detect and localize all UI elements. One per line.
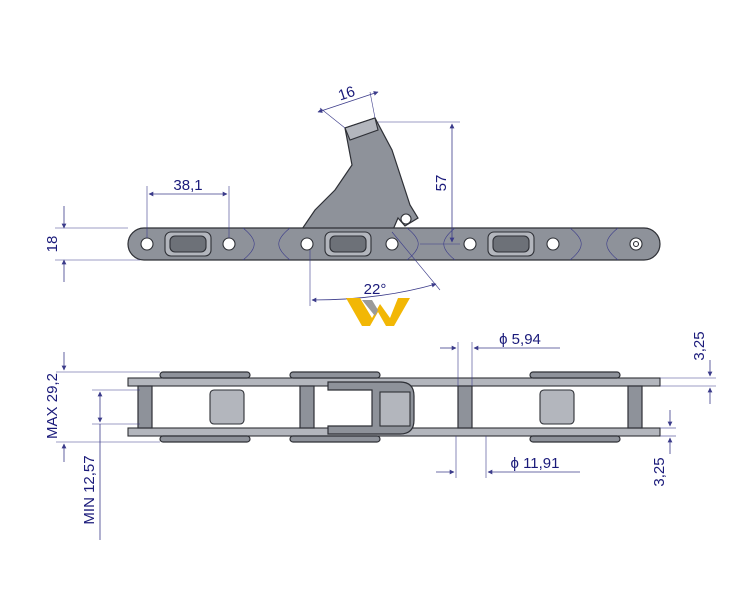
offset-bottom-dimension: 3,25 (651, 457, 668, 486)
pin-hole (222, 237, 236, 251)
roller (539, 389, 575, 425)
attachment-notch (400, 213, 412, 225)
pin-hole (140, 237, 154, 251)
pin (299, 385, 315, 429)
inner-plate (159, 371, 251, 379)
inner-plate (529, 371, 621, 379)
angle-dimension-arc (311, 282, 437, 303)
link-joint-6 (606, 227, 619, 261)
inner-plate (289, 435, 381, 443)
pin-hole (385, 237, 399, 251)
roller-slot-inner (329, 235, 367, 253)
roller (209, 389, 245, 425)
attachment-edge (344, 117, 379, 141)
min-width-dimension: MIN 12,57 (81, 455, 98, 524)
pin-hole (300, 237, 314, 251)
link-joint-2 (278, 227, 291, 261)
roller-slot-inner (169, 235, 207, 253)
w-logo (346, 298, 410, 326)
side-view: ϕ 5,94 ϕ 11,91 3,25 3,25 MAX 29,2 MIN 12… (44, 331, 716, 540)
pin (137, 385, 153, 429)
max-width-dimension: MAX 29,2 (44, 373, 61, 439)
extension-line (369, 91, 376, 119)
pin (457, 385, 473, 429)
top-view: 38,1 18 16 57 22° (44, 83, 661, 326)
width-dimension: 16 (336, 83, 357, 104)
inner-plate (289, 371, 381, 379)
pin-hole (546, 237, 560, 251)
offset-top-dimension: 3,25 (691, 331, 708, 360)
roller-slot-inner (492, 235, 530, 253)
height-dimension: 57 (433, 175, 450, 192)
pin (627, 385, 643, 429)
pin-hole-center (632, 240, 640, 248)
width-dimension-line (317, 91, 379, 113)
link-joint-1 (242, 227, 255, 261)
extension-line (391, 231, 441, 291)
pin-diameter-dimension: ϕ 5,94 (499, 331, 541, 348)
link-joint-5 (569, 227, 582, 261)
attachment-side-face (379, 391, 411, 427)
inner-plate (529, 435, 621, 443)
link-joint-3 (406, 227, 419, 261)
extension-line (319, 107, 346, 129)
pin-hole (463, 237, 477, 251)
roller-diameter-dimension: ϕ 11,91 (511, 455, 560, 472)
pitch-dimension: 38,1 (173, 177, 202, 194)
plate-dimension: 18 (44, 236, 61, 253)
angle-dimension: 22° (364, 281, 387, 298)
attachment-bracket (298, 117, 419, 233)
inner-plate (159, 435, 251, 443)
